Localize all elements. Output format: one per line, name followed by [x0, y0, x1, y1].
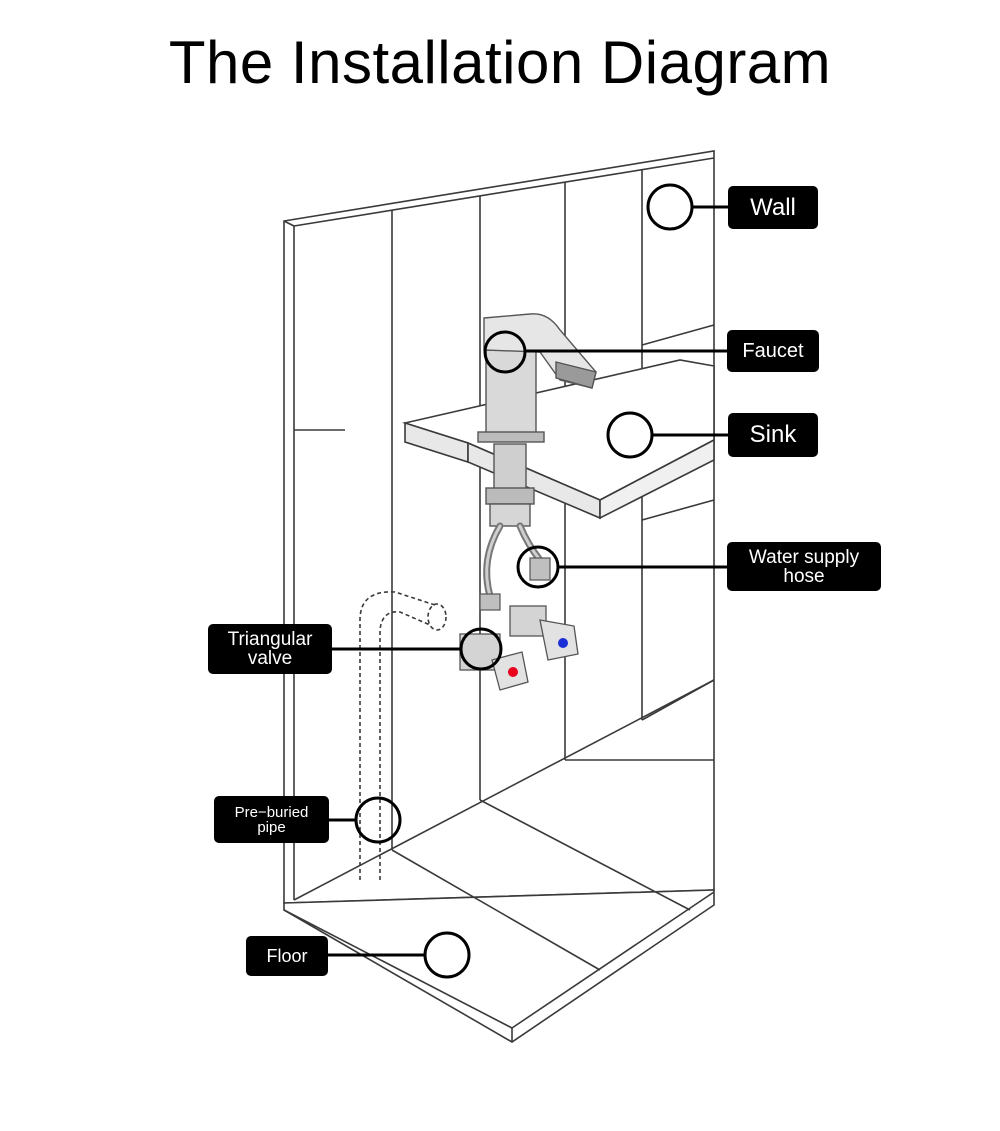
- triangular-valves: [459, 605, 579, 691]
- sink-label-text: Sink: [749, 421, 797, 448]
- wall-label: Wall: [728, 186, 818, 229]
- floor-label-text: Floor: [266, 946, 308, 966]
- pre-buried-pipe-label: Pre−buried pipe: [214, 796, 329, 843]
- water-supply-hose-label: Water supply hose: [727, 542, 881, 591]
- valve-label-line2: valve: [247, 648, 293, 669]
- pre-buried-pipe-drawing: [359, 591, 436, 880]
- floor-label: Floor: [246, 936, 328, 976]
- pipe-label-line1: Pre−buried: [234, 803, 309, 821]
- valve-label-line1: Triangular: [227, 629, 313, 650]
- wall-label-text: Wall: [750, 193, 796, 221]
- diagram-title: The Installation Diagram: [168, 29, 832, 96]
- hose-label-line1: Water supply: [748, 546, 860, 568]
- faucet-label: Faucet: [727, 330, 819, 372]
- pipe-label-line2: pipe: [257, 818, 286, 836]
- faucet-label-text: Faucet: [742, 340, 804, 362]
- triangular-valve-label: Triangular valve: [208, 624, 332, 674]
- floor-slab: [283, 889, 715, 1043]
- hose-label-line2: hose: [783, 565, 825, 587]
- sink-label: Sink: [728, 413, 818, 457]
